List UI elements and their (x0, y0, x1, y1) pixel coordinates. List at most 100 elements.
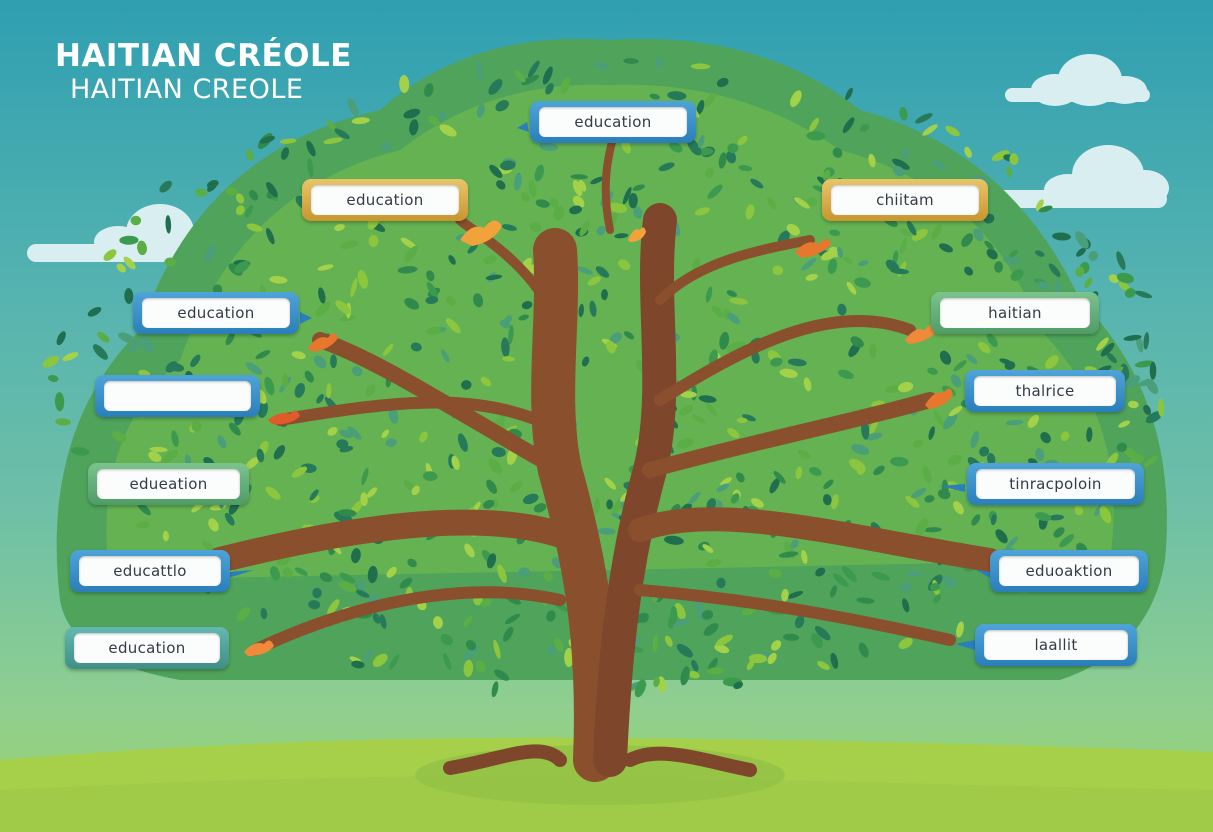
leaf (438, 110, 446, 123)
leaf (593, 61, 609, 70)
leaf (356, 590, 370, 598)
leaf (381, 429, 390, 439)
leaf (535, 199, 550, 208)
branch-label: tinracpoloin (967, 463, 1144, 505)
leaf (1108, 274, 1120, 284)
leaf (849, 458, 866, 472)
leaf (941, 576, 957, 588)
leaf (1086, 427, 1093, 443)
leaf (382, 343, 394, 356)
branch-label-text: eduoaktion (1025, 562, 1113, 580)
leaf (803, 377, 812, 392)
leaf (850, 336, 864, 348)
leaf (503, 626, 514, 642)
leaf (291, 351, 306, 360)
leaf (549, 197, 559, 208)
leaf (1040, 432, 1051, 444)
leaf (336, 439, 349, 449)
leaf (1076, 247, 1086, 257)
leaf (165, 215, 172, 234)
leaf (1106, 352, 1117, 364)
leaf (851, 444, 870, 455)
leaf (971, 514, 981, 526)
leaf (1116, 442, 1128, 452)
leaf (149, 446, 168, 453)
leaf (491, 447, 506, 458)
leaf (255, 350, 271, 360)
leaf (489, 164, 503, 178)
leaf (809, 117, 819, 132)
leaf (604, 477, 617, 490)
branch-label: thalrice (965, 370, 1125, 412)
leaf (720, 477, 732, 486)
leaf (467, 242, 479, 254)
leaf (1037, 280, 1049, 290)
leaf (652, 634, 659, 653)
leaf (350, 278, 358, 298)
leaf (781, 588, 789, 602)
leaf (807, 197, 818, 207)
leaf (923, 527, 942, 533)
leaf (356, 580, 366, 591)
leaf (973, 228, 984, 242)
bird-icon (925, 388, 953, 409)
leaf (42, 355, 60, 368)
leaf (162, 530, 170, 542)
leaf (606, 340, 616, 354)
bird-icon (244, 640, 274, 656)
leaf (633, 206, 643, 219)
leaf (529, 222, 542, 232)
leaf (778, 551, 799, 558)
leaf (428, 115, 440, 126)
leaf (448, 255, 456, 265)
leaf (611, 500, 622, 514)
leaf (334, 128, 350, 140)
leaf (679, 404, 694, 416)
leaf (461, 380, 472, 390)
leaf (670, 618, 690, 627)
leaf (964, 266, 974, 276)
leaf (947, 454, 962, 466)
leaf (307, 158, 314, 178)
leaf (379, 614, 387, 629)
leaf (87, 306, 102, 317)
leaf (528, 180, 537, 198)
leaf (546, 610, 556, 622)
branch-label: education (133, 292, 299, 334)
leaf (822, 494, 832, 506)
leaf (245, 362, 263, 375)
leaf (716, 577, 726, 589)
leaf (1003, 256, 1020, 264)
leaf (991, 150, 1010, 162)
leaf (313, 355, 327, 369)
bird-icon (905, 325, 937, 344)
leaf (514, 70, 526, 83)
leaf (906, 220, 917, 236)
leaf (1038, 205, 1053, 213)
leaf (407, 558, 417, 568)
leaf (368, 234, 379, 247)
leaf (347, 426, 362, 440)
leaf (770, 357, 783, 367)
leaf (294, 383, 306, 398)
leaf (933, 410, 945, 427)
branch-label-text: laallit (1034, 636, 1078, 654)
leaf (927, 367, 938, 375)
leaf (496, 180, 506, 190)
leaf (534, 164, 545, 182)
leaf (704, 92, 716, 108)
leaf (596, 225, 606, 236)
branch-label: education (302, 179, 468, 221)
leaf (463, 615, 473, 627)
leaf (746, 659, 755, 671)
leaf (1118, 420, 1131, 428)
leaf (831, 494, 839, 510)
leaf (475, 660, 486, 673)
leaf (500, 160, 516, 171)
leaf (610, 332, 622, 344)
leaf (937, 489, 951, 500)
branch-label-text: chiitam (876, 191, 934, 209)
leaf (597, 527, 616, 535)
leaf (256, 448, 265, 463)
leaf (410, 342, 422, 352)
